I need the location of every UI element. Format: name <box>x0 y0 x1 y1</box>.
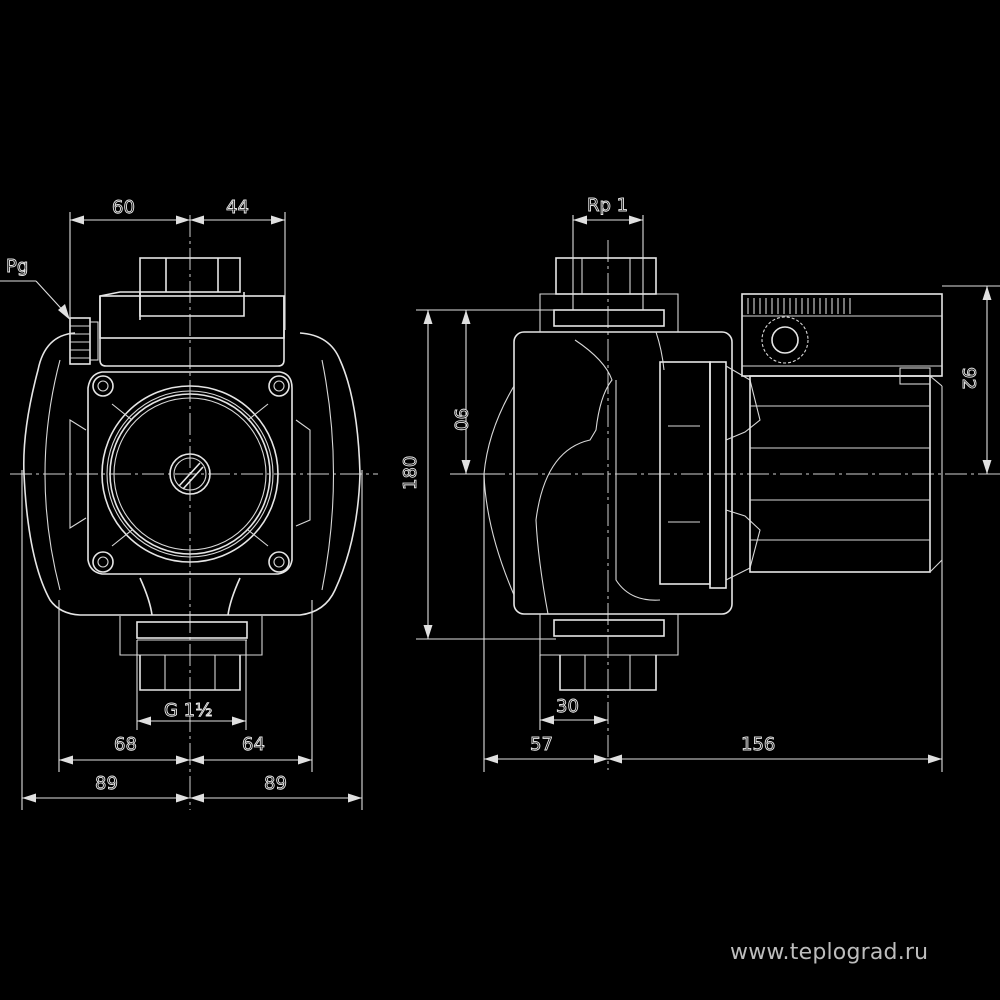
dim-64-label: 64 <box>242 734 265 755</box>
dim-rp-thread-label: Rp 1 <box>587 195 628 216</box>
dim-156-label: 156 <box>741 734 775 755</box>
front-view: 60 44 Pg G 1½ 68 64 89 89 <box>0 197 378 810</box>
dim-180-label: 180 <box>400 456 421 490</box>
dim-44-label: 44 <box>226 197 249 218</box>
dim-92-label: 92 <box>958 367 979 390</box>
cooling-fins <box>747 298 851 314</box>
side-view: Rp 1 180 90 92 30 57 156 <box>400 195 1000 772</box>
dim-g-thread-label: G 1½ <box>164 700 213 721</box>
dim-60-label: 60 <box>112 197 135 218</box>
watermark: www.teplograd.ru <box>730 940 929 965</box>
dim-89-left-label: 89 <box>95 773 118 794</box>
dim-68-label: 68 <box>114 734 137 755</box>
pg-label: Pg <box>6 256 28 277</box>
dim-30-label: 30 <box>556 696 579 717</box>
dim-57-label: 57 <box>530 734 553 755</box>
dim-89-right-label: 89 <box>264 773 287 794</box>
dim-90-label: 90 <box>450 408 471 431</box>
